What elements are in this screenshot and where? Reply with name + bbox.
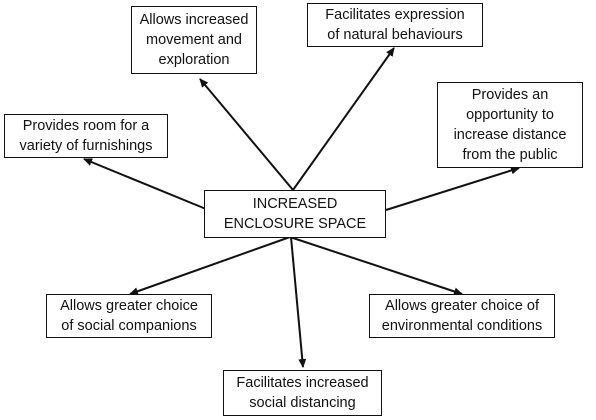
node-distance-public-line-4: from the public bbox=[462, 147, 558, 163]
arrow-to-companions bbox=[129, 236, 291, 296]
node-movement-line-2: movement and bbox=[146, 32, 242, 48]
node-furnishings-line-2: variety of furnishings bbox=[19, 138, 153, 154]
node-movement-line-3: exploration bbox=[158, 52, 230, 68]
center-box: INCREASED ENCLOSURE SPACE bbox=[204, 190, 386, 238]
node-social-distancing: Facilitates increased social distancing bbox=[223, 370, 382, 416]
node-natural: Facilitates expression of natural behavi… bbox=[307, 3, 483, 47]
arrow-to-social-distancing bbox=[290, 236, 307, 368]
node-furnishings: Provides room for a variety of furnishin… bbox=[4, 114, 168, 158]
node-distance-public: Provides an opportunity to increase dist… bbox=[437, 82, 583, 168]
node-environment: Allows greater choice of environmental c… bbox=[369, 294, 555, 338]
node-distance-public-line-2: opportunity to bbox=[466, 107, 554, 123]
arrow-to-movement bbox=[199, 78, 294, 191]
node-environment-line-2: environmental conditions bbox=[381, 318, 543, 334]
node-companions: Allows greater choice of social companio… bbox=[46, 294, 212, 338]
node-distance-public-line-1: Provides an bbox=[471, 87, 549, 103]
arrow-to-distance-public bbox=[385, 166, 520, 211]
node-natural-line-2: of natural behaviours bbox=[327, 27, 463, 43]
node-natural-line-1: Facilitates expression bbox=[325, 7, 465, 23]
node-environment-line-1: Allows greater choice of bbox=[385, 298, 539, 314]
arrow-to-natural bbox=[292, 47, 395, 191]
arrow-to-environment bbox=[289, 236, 463, 296]
node-furnishings-line-1: Provides room for a bbox=[22, 118, 150, 134]
center-line-1: INCREASED bbox=[252, 196, 338, 212]
node-companions-line-1: Allows greater choice bbox=[60, 298, 198, 314]
arrow-to-furnishings bbox=[83, 158, 207, 210]
node-movement: Allows increased movement and exploratio… bbox=[131, 6, 257, 74]
center-line-2: ENCLOSURE SPACE bbox=[223, 216, 367, 232]
node-distance-public-line-3: increase distance bbox=[453, 127, 567, 143]
node-movement-line-1: Allows increased bbox=[139, 12, 249, 28]
node-social-distancing-line-1: Facilitates increased bbox=[236, 375, 369, 391]
node-companions-line-2: of social companions bbox=[61, 318, 197, 334]
node-social-distancing-line-2: social distancing bbox=[249, 395, 356, 411]
